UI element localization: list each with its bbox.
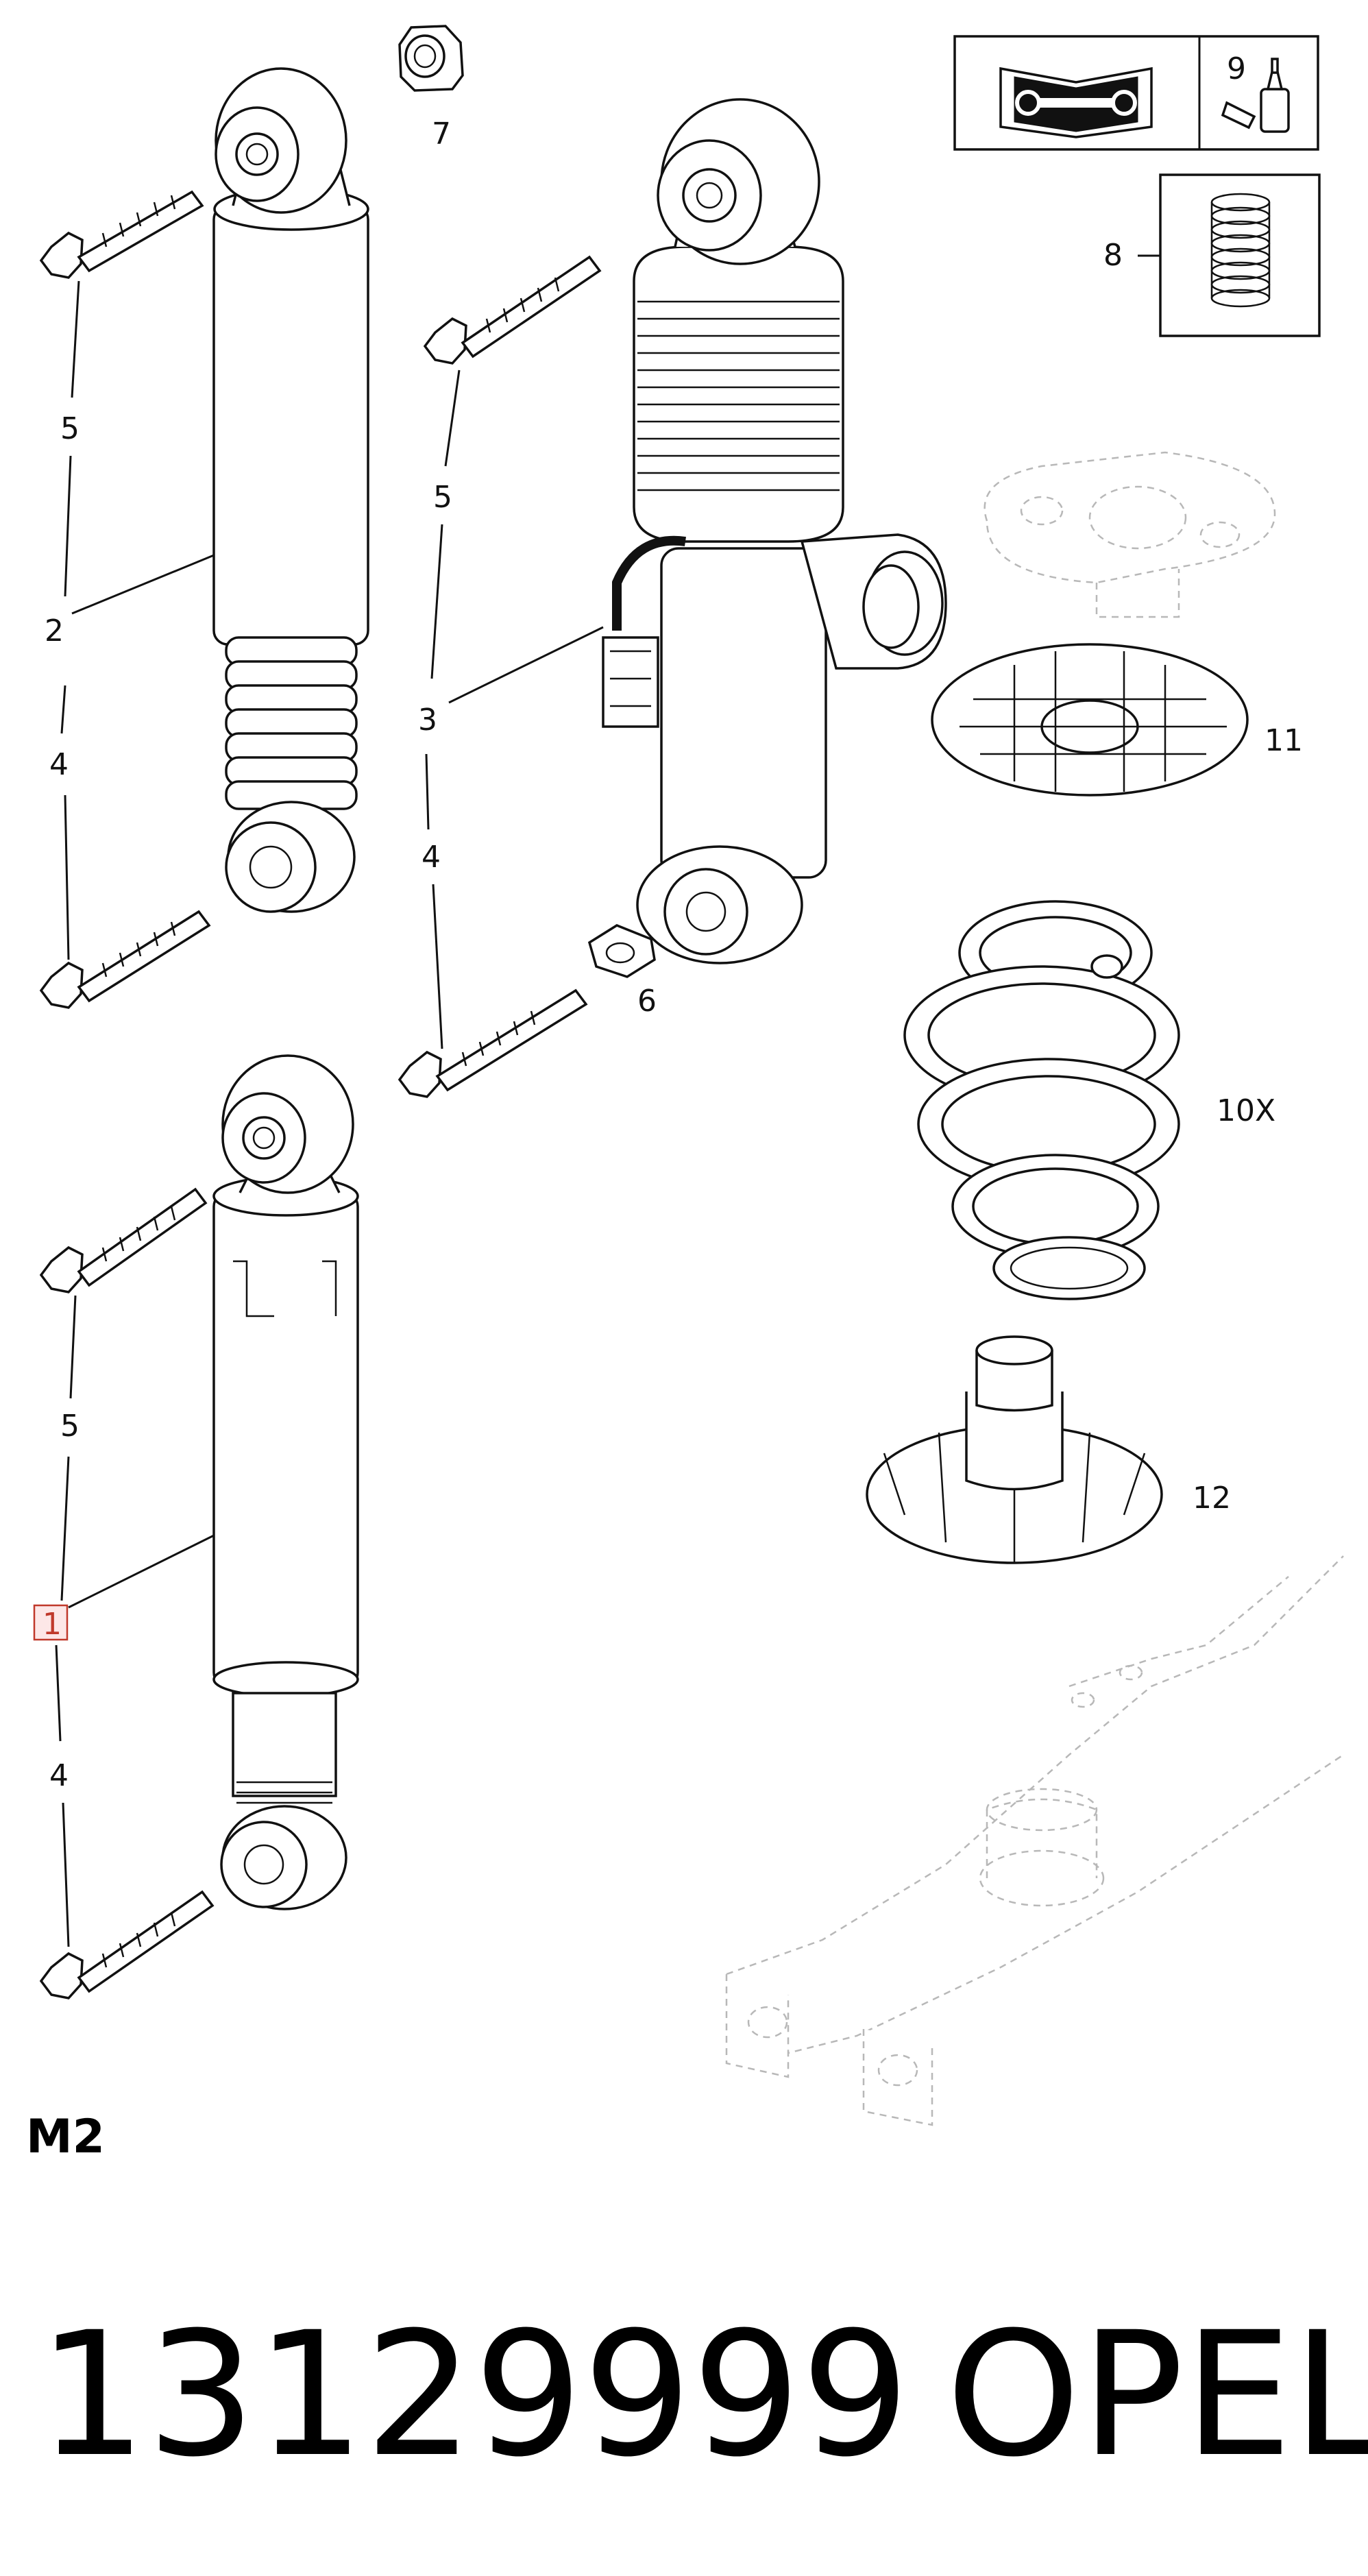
part-6-washer	[587, 924, 656, 978]
part-4-bolt-middle	[398, 988, 588, 1098]
callout-2: 2	[45, 613, 64, 648]
callout-5b: 5	[433, 480, 452, 515]
part-11-spring-seat	[931, 643, 1249, 797]
part-5-bolt-upper-left	[39, 190, 204, 279]
part-5-bolt-upper-middle	[423, 255, 602, 365]
callout-1-highlight	[33, 1604, 69, 1641]
callout-4a: 4	[49, 747, 69, 782]
callout-4b: 4	[422, 840, 441, 875]
part-1-shock-absorber	[212, 1054, 359, 1910]
ghost-rear-axle-arm	[725, 1555, 1344, 2126]
callout-8: 8	[1103, 238, 1123, 273]
callout-12: 12	[1193, 1481, 1231, 1516]
part-3-air-shock-absorber	[602, 98, 947, 964]
section-label: M2	[26, 2110, 105, 2164]
part-number: 13129999	[38, 2295, 909, 2494]
callout-4c: 4	[49, 1758, 69, 1793]
callout-6: 6	[637, 984, 657, 1019]
part-7-nut	[398, 25, 464, 92]
part-5-bolt-lower-left	[39, 1187, 208, 1293]
part-10x-coil-spring	[903, 900, 1180, 1300]
ghost-spring-mount	[984, 451, 1276, 618]
callout-5c: 5	[60, 1409, 80, 1444]
callout-5a: 5	[60, 411, 80, 446]
callout-11: 11	[1265, 723, 1303, 758]
callout-1: 1	[42, 1607, 62, 1642]
callout-3: 3	[418, 703, 437, 738]
spring-kit-box	[1159, 173, 1321, 337]
manual-wrench-icon	[999, 66, 1153, 138]
part-2-shock-absorber	[212, 67, 369, 913]
tool-info-box	[953, 35, 1319, 151]
callout-9: 9	[1227, 51, 1246, 86]
part-4-bolt-lower-left	[39, 910, 211, 1009]
callout-10x: 10X	[1217, 1093, 1275, 1128]
brand-name: OPEL	[946, 2295, 1368, 2494]
part-4-bolt-bottom-left	[39, 1890, 215, 2000]
sealant-bottle-icon	[1221, 58, 1290, 133]
part-12-bump-stop	[866, 1335, 1163, 1564]
callout-7: 7	[432, 117, 451, 151]
